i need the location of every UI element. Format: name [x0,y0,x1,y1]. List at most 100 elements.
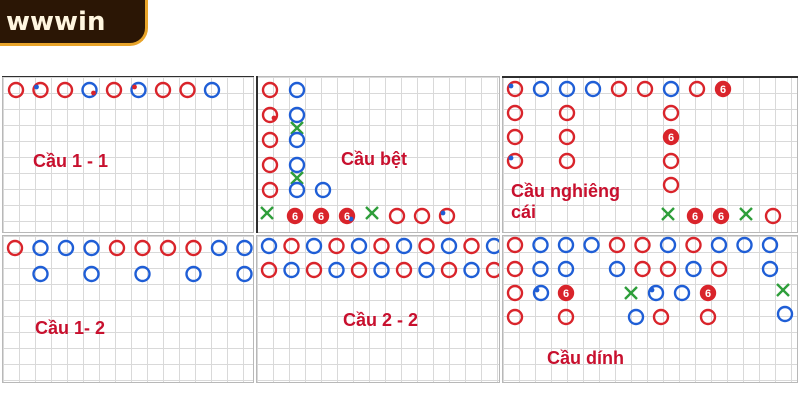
banker-bead [634,236,651,254]
banker-bead: 6 [686,207,704,225]
player-bead [288,81,306,99]
label-line-2: cái [511,201,537,222]
banker-bead [328,237,345,255]
player-bead [373,261,390,279]
divider-bet-left [256,76,258,233]
tie-mark [290,121,304,135]
banker-bead [395,261,413,279]
banker-bead [388,207,406,225]
player-bead [532,236,549,254]
banker-bead [688,80,706,98]
label-cau-1-2: Cầu 1- 2 [35,318,106,338]
label-cau-bet: Cầu bệt [341,149,408,169]
player-bead [32,265,49,283]
banker-bead: 6 [312,207,330,225]
banker-bead [350,261,368,279]
banker-bead [652,308,670,326]
banker-bead [134,239,151,257]
banker-bead [185,239,202,257]
banker-bead [608,236,626,254]
banker-bead [506,236,524,254]
banker-bead [558,104,576,122]
banker-bead [506,308,524,326]
banker-bead [662,152,680,170]
player-bead [662,80,680,98]
tie-mark [739,207,753,221]
bead-road-1-2 [6,239,253,283]
player-bead [659,236,677,254]
banker-bead [557,308,575,326]
tie-mark [661,207,675,221]
banker-bead [636,80,654,98]
banker-bead [261,181,279,199]
player-bead [314,181,332,199]
divider-top-right [502,76,798,78]
tie-mark [365,206,379,220]
banker-bead [506,80,524,98]
player-bead [283,261,300,279]
panel-cau-1-2: Cầu 1- 2 [2,235,254,383]
banker-bead [260,261,278,279]
tie-mark [260,206,274,220]
svg-text:6: 6 [563,288,569,300]
banker-bead [105,81,123,99]
banker-bead [373,237,390,255]
player-bead [185,265,202,283]
banker-bead [685,236,702,254]
banker-bead [108,239,126,257]
svg-text:6: 6 [718,211,724,223]
player-bead [81,81,98,99]
banker-bead [558,128,576,146]
banker-bead [305,261,323,279]
player-bead [288,106,306,124]
player-bead [673,284,691,302]
player-bead [57,239,75,257]
player-bead [608,260,626,278]
player-bead [288,181,306,199]
player-bead [647,284,665,302]
player-bead [532,80,550,98]
player-bead [83,239,100,257]
label-cau-1-1: Cầu 1 - 1 [33,151,109,171]
banker-bead [438,207,456,225]
label-cau-dinh: Cầu dính [547,348,624,368]
banker-bead [662,176,680,194]
banker-bead [558,152,576,170]
banker-bead [710,260,728,278]
player-bead [350,237,368,255]
player-bead [532,284,550,302]
player-bead [418,261,435,279]
banker-bead: 6 [712,207,730,225]
player-bead [134,265,151,283]
banker-bead [610,80,628,98]
svg-text:6: 6 [668,132,674,144]
banker-bead [634,260,651,278]
banker-bead [413,207,431,225]
banker-bead: 6 [662,128,680,146]
banker-bead: 6 [714,80,732,98]
player-bead [236,265,253,283]
banker-bead [154,81,172,99]
banker-bead: 6 [338,207,356,225]
player-bead [130,81,147,99]
banker-bead [159,239,177,257]
tie-mark [776,283,790,297]
banker-bead [418,237,435,255]
bead-road-1-1 [7,81,221,99]
banker-bead [440,261,458,279]
svg-text:6: 6 [292,211,298,223]
banker-bead: 6 [286,207,304,225]
banker-bead [56,81,74,99]
brand-logo[interactable]: wwwin [0,0,148,46]
player-bead [305,237,323,255]
player-bead [83,265,100,283]
player-bead [395,237,413,255]
banker-bead [7,81,25,99]
banker-bead [506,128,524,146]
banker-bead [506,152,524,170]
label-cau-2-2: Cầu 2 - 2 [343,310,419,330]
tie-mark [290,171,304,185]
